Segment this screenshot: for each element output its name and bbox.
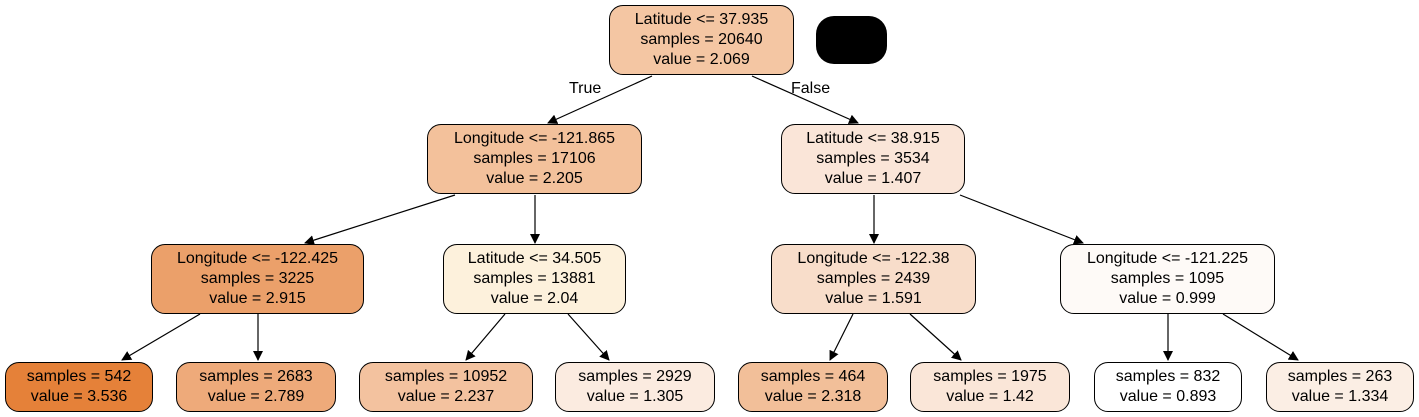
edge-n5-n11	[829, 313, 854, 361]
node-samples: samples = 3225	[200, 270, 315, 287]
node-samples: samples = 20640	[640, 31, 763, 48]
leaf-samples: samples = 2929	[578, 368, 692, 385]
node-value: value = 2.915	[209, 290, 306, 307]
leaf-2: samples = 2683 value = 2.789	[176, 362, 336, 412]
node-value: value = 2.205	[486, 170, 583, 187]
node-value: value = 2.069	[653, 51, 750, 68]
node-value: value = 1.407	[824, 170, 922, 187]
leaf-samples: samples = 263	[1287, 368, 1393, 385]
leaf-samples: samples = 2683	[199, 368, 313, 385]
leaf-3: samples = 10952 value = 2.237	[359, 362, 533, 412]
leaf-6: samples = 1975 value = 1.42	[910, 362, 1070, 412]
leaf-value: value = 3.536	[30, 388, 128, 405]
node-split-condition: Longitude <= -121.225	[1086, 250, 1249, 267]
leaf-value: value = 2.237	[397, 388, 495, 405]
edge-n4-n10	[567, 313, 610, 361]
edge-n1-n3	[304, 194, 456, 246]
node-lr: Latitude <= 34.505 samples = 13881 value…	[443, 244, 626, 314]
node-samples: samples = 17106	[473, 150, 596, 167]
node-value: value = 1.591	[825, 290, 922, 307]
edge-label-true: True	[569, 80, 602, 97]
node-split-condition: Longitude <= -122.38	[797, 250, 950, 267]
leaf-8: samples = 263 value = 1.334	[1266, 362, 1414, 412]
leaf-samples: samples = 464	[760, 368, 866, 385]
leaf-7: samples = 832 value = 0.893	[1094, 362, 1242, 412]
edge-n5-n12	[909, 313, 962, 361]
leaf-samples: samples = 542	[26, 368, 132, 385]
leaf-samples: samples = 10952	[384, 368, 508, 385]
edge-n0-n1	[547, 75, 653, 124]
node-value: value = 2.04	[490, 290, 579, 307]
node-split-condition: Latitude <= 38.915	[806, 130, 940, 147]
redaction-blob	[816, 16, 887, 64]
edge-label-false: False	[791, 80, 831, 97]
edge-n0-n2	[751, 75, 859, 124]
node-right-1: Latitude <= 38.915 samples = 3534 value …	[781, 124, 965, 194]
leaf-value: value = 2.789	[207, 388, 305, 405]
edge-n2-n6	[959, 194, 1084, 245]
leaf-value: value = 1.334	[1291, 388, 1389, 405]
node-split-condition: Latitude <= 37.935	[634, 11, 769, 28]
leaf-value: value = 2.318	[764, 388, 862, 405]
node-rl: Longitude <= -122.38 samples = 2439 valu…	[771, 244, 976, 314]
node-split-condition: Latitude <= 34.505	[467, 250, 602, 267]
node-samples: samples = 13881	[473, 270, 596, 287]
edge-n3-n7	[121, 313, 201, 361]
node-split-condition: Longitude <= -121.865	[453, 130, 616, 147]
node-samples: samples = 1095	[1110, 270, 1225, 287]
node-ll: Longitude <= -122.425 samples = 3225 val…	[151, 244, 364, 314]
leaf-1: samples = 542 value = 3.536	[5, 362, 153, 412]
edge-n4-n9	[465, 313, 506, 361]
node-rr: Longitude <= -121.225 samples = 1095 val…	[1060, 244, 1275, 314]
node-samples: samples = 2439	[816, 270, 931, 287]
node-root: Latitude <= 37.935 samples = 20640 value…	[609, 5, 794, 75]
node-split-condition: Longitude <= -122.425	[176, 250, 339, 267]
edge-n6-n14	[1222, 313, 1299, 361]
leaf-samples: samples = 832	[1115, 368, 1221, 385]
node-samples: samples = 3534	[816, 150, 930, 167]
leaf-value: value = 0.893	[1119, 388, 1217, 405]
leaf-5: samples = 464 value = 2.318	[738, 362, 888, 412]
node-left-1: Longitude <= -121.865 samples = 17106 va…	[427, 124, 642, 194]
leaf-samples: samples = 1975	[933, 368, 1047, 385]
leaf-value: value = 1.305	[586, 388, 684, 405]
leaf-4: samples = 2929 value = 1.305	[555, 362, 715, 412]
node-value: value = 0.999	[1119, 290, 1216, 307]
leaf-value: value = 1.42	[946, 388, 1034, 405]
